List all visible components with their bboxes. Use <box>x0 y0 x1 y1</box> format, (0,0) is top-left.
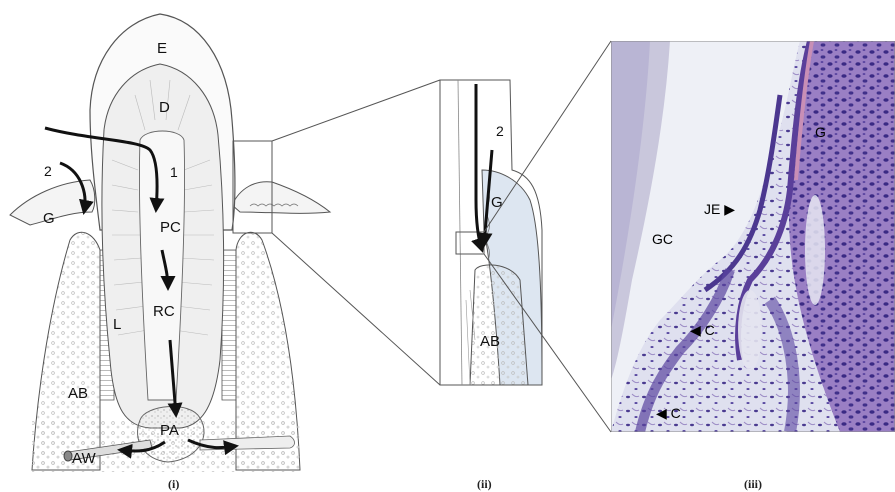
histo-label-junctional-epithelium: JE ▶ <box>704 201 735 217</box>
label-access-wire: AW <box>72 450 96 467</box>
label-alveolar-bone: AB <box>68 385 88 402</box>
panel-ii-label-path-2: 2 <box>496 123 504 139</box>
label-enamel: E <box>157 40 167 57</box>
label-path-2: 2 <box>44 163 52 179</box>
panel-ii-magnified-diagram: 2 G AB (ii) <box>440 80 542 491</box>
label-periapical-area: PA <box>160 422 179 439</box>
histo-label-gingival-crevice: GC <box>652 231 673 247</box>
panel-ii-label-gingiva: G <box>491 194 503 211</box>
caption-panel-ii: (ii) <box>477 477 492 491</box>
caption-panel-i: (i) <box>168 477 179 491</box>
label-root-canal: RC <box>153 303 175 320</box>
label-gingiva: G <box>43 210 55 227</box>
label-dentin: D <box>159 99 170 116</box>
histo-label-c-upper: ◀ C <box>690 322 715 338</box>
panel-ii-bone <box>470 265 528 385</box>
label-ligament: L <box>113 316 121 333</box>
histo-label-gingiva: G <box>815 124 826 140</box>
histo-label-c-lower: ◀ C <box>656 405 681 421</box>
panel-ii-label-alveolar-bone: AB <box>480 333 500 350</box>
panel-i-tooth-diagram: E D 1 2 G PC RC L AB PA AW (i) <box>10 14 330 491</box>
label-path-1: 1 <box>170 164 178 180</box>
gingiva-right <box>232 182 330 214</box>
caption-panel-iii: (iii) <box>744 477 762 491</box>
zoom-connectors-i-ii <box>272 80 440 385</box>
label-pulp-chamber: PC <box>160 219 181 236</box>
